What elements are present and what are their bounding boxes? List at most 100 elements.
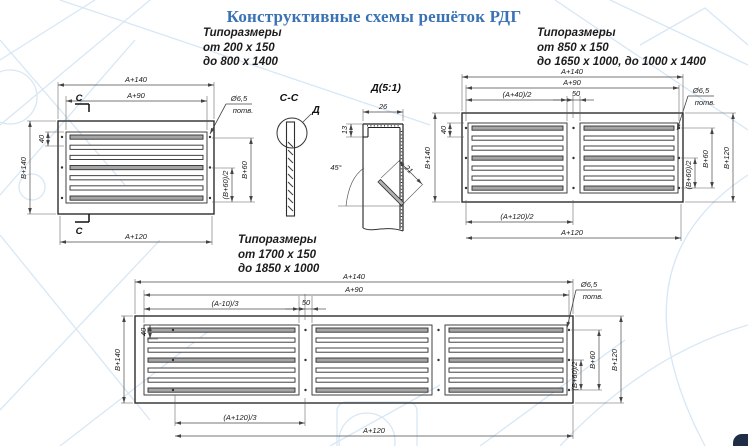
dim-arrow bbox=[144, 293, 150, 297]
grille-slat bbox=[147, 377, 296, 383]
dim-arrow bbox=[210, 127, 215, 134]
dim-a120-d2: А+120 bbox=[560, 228, 584, 237]
section-slat-tick bbox=[287, 149, 294, 156]
grille-drawing-two-sections bbox=[432, 74, 736, 241]
grille-drawing-three-sections bbox=[121, 279, 624, 439]
grille-slat bbox=[448, 347, 564, 353]
dim-arrow bbox=[363, 110, 369, 114]
dim-arrow bbox=[567, 434, 573, 438]
dim-a10third-d3: (А-10)/3 bbox=[211, 299, 239, 308]
dim-arrow bbox=[567, 280, 573, 284]
dim-arrow bbox=[693, 182, 697, 188]
grille-slat bbox=[147, 387, 296, 393]
detail-mark-label: Д bbox=[311, 104, 320, 116]
mounting-hole bbox=[208, 135, 212, 139]
grille-slat bbox=[448, 327, 564, 333]
section-slat-tick bbox=[287, 141, 294, 148]
dim-b60half-d3: (В+60)/2 bbox=[570, 361, 579, 391]
dim-a140-d3: А+140 bbox=[342, 272, 366, 281]
grille-inner-frame bbox=[311, 324, 433, 396]
dim-arrow bbox=[312, 307, 318, 311]
grille-slat bbox=[448, 337, 564, 343]
extension-line bbox=[403, 183, 424, 204]
dim-arrow bbox=[175, 421, 181, 425]
dim-a140-d1: А+140 bbox=[124, 75, 148, 84]
section-slat-tick bbox=[287, 157, 294, 164]
section-mark-bottom-d1: С bbox=[76, 226, 83, 237]
dim-b120-d2: В+120 bbox=[722, 146, 731, 169]
dim-arrow bbox=[230, 168, 234, 174]
grille-slat bbox=[448, 357, 564, 363]
dim-arrow bbox=[563, 293, 569, 297]
dim-arrow bbox=[122, 316, 126, 322]
mounting-hole bbox=[677, 186, 681, 190]
dim-arrow bbox=[619, 316, 623, 322]
dim-arrow bbox=[466, 236, 472, 240]
grille-outer-frame bbox=[461, 112, 684, 203]
grille-slat bbox=[583, 155, 675, 161]
dim-b140-d3: В+140 bbox=[113, 348, 122, 371]
dim-a90-d3: А+90 bbox=[344, 285, 364, 294]
dim-arrow bbox=[349, 131, 353, 137]
dim-b120-d3: В+120 bbox=[610, 348, 619, 371]
dim-arrow bbox=[433, 113, 437, 119]
size-note-2-title: Типоразмеры bbox=[537, 27, 616, 39]
dim-a120half-d2: (А+120)/2 bbox=[500, 212, 534, 221]
section-cc-label: С-С bbox=[280, 92, 299, 104]
dim-arrow bbox=[148, 333, 152, 339]
grille-slat bbox=[448, 377, 564, 383]
grille-slat bbox=[448, 367, 564, 373]
grille-slat bbox=[583, 185, 675, 191]
dim-arrow bbox=[144, 307, 150, 311]
mounting-hole bbox=[464, 156, 468, 160]
dim-arrow bbox=[58, 83, 64, 87]
mounting-hole bbox=[572, 156, 575, 160]
dim-b60-d2: В+60 bbox=[701, 149, 710, 168]
dim-b60-d3: В+60 bbox=[588, 350, 597, 369]
dim-arrow bbox=[28, 208, 32, 214]
mounting-hole bbox=[572, 126, 575, 130]
grille-slat bbox=[471, 145, 564, 151]
section-slat-tick bbox=[287, 181, 294, 188]
dim-arrow bbox=[619, 397, 623, 403]
dim-arrow bbox=[731, 113, 735, 119]
grille-slat bbox=[471, 125, 564, 131]
size-note-3-from: от 1700 х 150 bbox=[238, 248, 317, 261]
mounting-hole bbox=[572, 186, 575, 190]
dim-b140-d2: В+140 bbox=[423, 146, 432, 169]
dim-arrow bbox=[208, 83, 214, 87]
size-note-1-to: до 800 х 1400 bbox=[203, 56, 278, 68]
dim-a40half-d2: (А+40)/2 bbox=[503, 90, 533, 99]
section-slat-tick bbox=[287, 197, 294, 204]
dim-a120third-d3: (А+120)/3 bbox=[223, 413, 257, 422]
grille-slat bbox=[471, 135, 564, 141]
size-note-2-to: до 1650 х 1000, до 1000 х 1400 bbox=[537, 56, 706, 68]
dim-b60-d1: В+60 bbox=[240, 160, 249, 179]
grille-drawing-single bbox=[27, 82, 255, 245]
grille-slat bbox=[147, 337, 296, 343]
dim-arrow bbox=[561, 98, 567, 102]
mounting-hole bbox=[304, 358, 307, 362]
grille-slat bbox=[471, 185, 564, 191]
section-slat-tick bbox=[287, 165, 294, 172]
dim-arrow bbox=[230, 196, 234, 202]
size-note-drawing2: Типоразмеры от 850 х 150 до 1650 х 1000,… bbox=[537, 26, 706, 70]
dim-arrow bbox=[448, 123, 452, 129]
dim-40-d1: 40 bbox=[37, 134, 46, 143]
dim-arrow bbox=[293, 307, 299, 311]
dim-arrow bbox=[206, 240, 212, 244]
mounting-hole bbox=[60, 196, 64, 200]
grille-slat bbox=[69, 144, 204, 150]
size-note-3-title: Типоразмеры bbox=[238, 234, 317, 246]
mounting-hole bbox=[60, 166, 64, 169]
hole-qty-d2: потв. bbox=[695, 98, 716, 107]
hole-dia-d1: Ø6,5 bbox=[230, 94, 248, 103]
dim-b60half-d1: (В+60)/2 bbox=[221, 170, 230, 200]
detail-circle bbox=[276, 117, 308, 149]
size-note-1-title: Типоразмеры bbox=[203, 27, 282, 39]
detail-leader bbox=[302, 113, 312, 123]
mounting-hole bbox=[208, 196, 212, 200]
dim-arrow bbox=[60, 240, 66, 244]
dim-a120-d3: А+120 bbox=[362, 426, 386, 435]
section-slat-tick bbox=[287, 189, 294, 196]
